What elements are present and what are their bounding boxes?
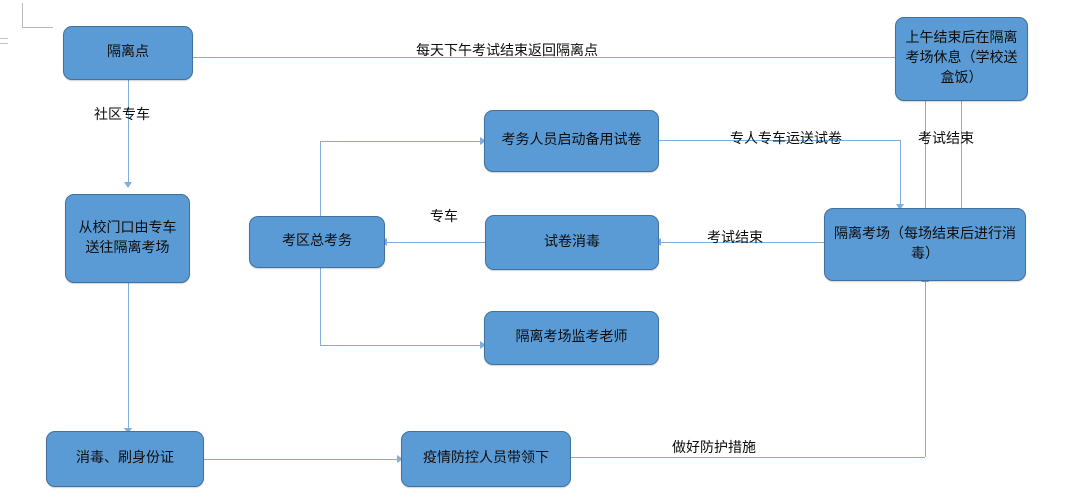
connector-transfer-down [128, 283, 129, 431]
node-paper-disinfect-label: 试卷消毒 [544, 233, 600, 250]
node-paper-disinfect[interactable]: 试卷消毒 [485, 215, 659, 270]
edge-label-special-bus: 专车 [430, 209, 458, 225]
arrowhead-paper-transport [896, 204, 904, 210]
node-epidemic-staff-guide-label: 疫情防控人员带领下 [423, 450, 549, 467]
node-spare-paper[interactable]: 考务人员启动备用试卷 [484, 110, 659, 172]
node-exam-admin-center-label: 考区总考务 [282, 233, 352, 250]
node-isolation-point-label: 隔离点 [107, 44, 149, 61]
node-disinfect-id-check[interactable]: 消毒、刷身份证 [46, 431, 204, 487]
connector-return-isolation-horizontal [186, 57, 926, 58]
connector-special-bus [385, 242, 485, 243]
connector-exam-end-top [961, 101, 962, 212]
connector-exam-end-mid [659, 242, 824, 243]
connector-return-isolation-vertical [925, 57, 926, 215]
node-spare-paper-label: 考务人员启动备用试卷 [501, 132, 642, 149]
connector-admin-to-spare-vertical [320, 141, 321, 223]
connector-community-bus [128, 80, 129, 185]
page-margin-guide [22, 3, 53, 28]
edge-label-paper-transport: 专人专车运送试卷 [730, 131, 842, 147]
edge-label-exam-end-mid: 考试结束 [707, 230, 763, 246]
arrowhead-community-bus [124, 182, 132, 188]
node-isolation-point[interactable]: 隔离点 [63, 26, 193, 80]
node-epidemic-staff-guide[interactable]: 疫情防控人员带领下 [401, 431, 571, 487]
node-school-gate-transfer[interactable]: 从校门口由专车送往隔离考场 [65, 194, 190, 283]
edge-label-return-isolation: 每天下午考试结束返回隔离点 [416, 43, 598, 59]
connector-paper-transport-horizontal [659, 140, 900, 141]
node-morning-rest-label: 上午结束后在隔离考场休息（学校送盒饭） [905, 30, 1018, 86]
edge-label-protection: 做好防护措施 [672, 440, 756, 456]
arrowhead-id-to-staff [397, 455, 403, 463]
node-exam-admin-center[interactable]: 考区总考务 [249, 216, 385, 268]
connector-protection-horizontal [571, 457, 925, 458]
arrowhead-admin-to-invig [480, 341, 486, 349]
edge-label-exam-end-top: 考试结束 [918, 131, 974, 147]
connector-paper-transport-vertical [900, 140, 901, 208]
node-isolation-exam-room-label: 隔离考场（每场结束后进行消毒） [834, 225, 1016, 262]
connector-admin-to-invig-horizontal [320, 345, 483, 346]
page-margin-tick [0, 38, 8, 44]
connector-admin-to-spare-horizontal [320, 141, 483, 142]
connector-protection-vertical [925, 281, 926, 457]
node-morning-rest[interactable]: 上午结束后在隔离考场休息（学校送盒饭） [895, 17, 1028, 101]
node-invigilator[interactable]: 隔离考场监考老师 [484, 311, 659, 365]
node-isolation-exam-room[interactable]: 隔离考场（每场结束后进行消毒） [824, 208, 1026, 281]
edge-label-community-bus: 社区专车 [94, 107, 150, 123]
connector-id-to-staff [204, 459, 400, 460]
node-disinfect-id-check-label: 消毒、刷身份证 [76, 450, 174, 467]
node-invigilator-label: 隔离考场监考老师 [515, 329, 628, 346]
connector-admin-to-invig-vertical [320, 268, 321, 346]
arrowhead-admin-to-spare [480, 137, 486, 145]
node-school-gate-transfer-label: 从校门口由专车送往隔离考场 [78, 219, 177, 256]
